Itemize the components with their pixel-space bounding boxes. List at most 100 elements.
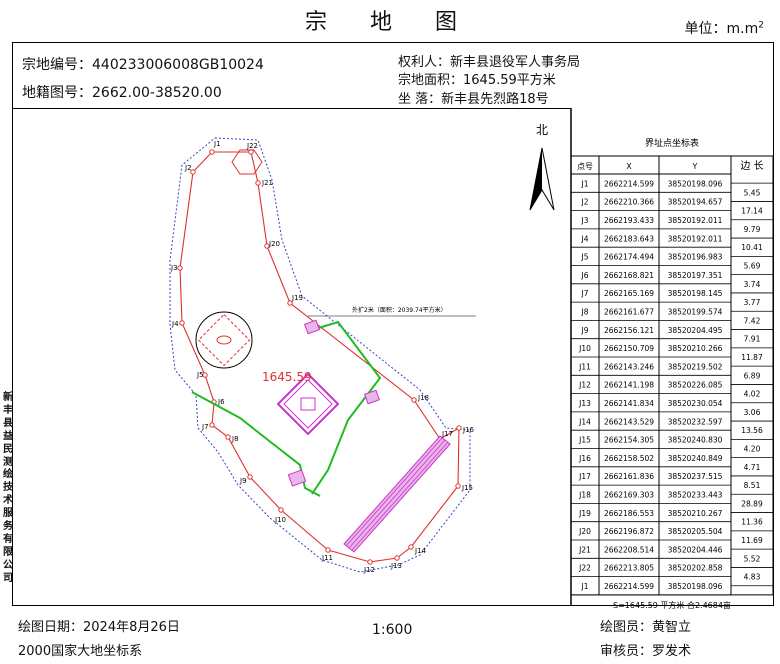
outer-frame bbox=[12, 42, 774, 606]
table-edge-length: 11.87 bbox=[741, 353, 763, 362]
table-edge-length: 6.89 bbox=[744, 371, 761, 380]
owner-row: 权利人：新丰县退役军人事务局 bbox=[398, 51, 580, 70]
north-label: 北 bbox=[536, 123, 548, 137]
table-edge-length: 4.20 bbox=[744, 445, 761, 454]
table-cell-y: 38520198.145 bbox=[668, 289, 723, 298]
table-header-edge: 边 长 bbox=[740, 160, 763, 172]
boundary-point-marker bbox=[190, 169, 196, 175]
area-value: 1645.59平方米 bbox=[463, 73, 556, 88]
location-value: 新丰县先烈路18号 bbox=[441, 92, 549, 107]
table-edge-length: 11.36 bbox=[741, 518, 763, 527]
north-arrow-icon bbox=[529, 147, 555, 211]
area-label: 宗地面积： bbox=[398, 73, 464, 88]
unit-label: 单位：m.m2 bbox=[685, 18, 764, 38]
boundary-point-label: J15 bbox=[461, 484, 473, 492]
table-summary: S=1645.59 平方米 合2.4684亩 bbox=[613, 600, 731, 610]
table-header-point: 点号 bbox=[577, 162, 593, 171]
table-cell-p: J5 bbox=[581, 253, 589, 262]
table-edge-length: 9.79 bbox=[744, 225, 761, 234]
boundary-point-label: J12 bbox=[363, 566, 375, 574]
table-cell-p: J21 bbox=[578, 545, 591, 554]
table-cell-y: 38520205.504 bbox=[668, 527, 723, 536]
boundary-point-label: J10 bbox=[274, 516, 286, 524]
page-title: 宗 地 图 bbox=[305, 10, 475, 35]
date-value: 2024年8月26日 bbox=[83, 620, 180, 635]
map-no-label: 地籍图号： bbox=[22, 85, 92, 101]
date-label: 绘图日期： bbox=[18, 620, 84, 635]
table-cell-y: 38520219.502 bbox=[668, 362, 723, 371]
table-cell-y: 38520210.266 bbox=[668, 344, 723, 353]
circle-landmark bbox=[195, 311, 253, 369]
table-cell-y: 38520240.830 bbox=[668, 436, 723, 445]
boundary-point-label: J1 bbox=[213, 140, 221, 148]
table-edge-length: 13.56 bbox=[741, 426, 763, 435]
parcel-area-label: 1645.59 bbox=[262, 370, 312, 384]
reviewer-row: 审核员：罗发术 bbox=[600, 640, 691, 659]
small-structure bbox=[364, 389, 380, 405]
table-cell-y: 38520233.443 bbox=[668, 491, 723, 500]
area-row: 宗地面积：1645.59平方米 bbox=[398, 69, 556, 88]
table-cell-p: J22 bbox=[578, 564, 591, 573]
table-cell-y: 38520202.858 bbox=[668, 564, 723, 573]
table-cell-p: J8 bbox=[581, 308, 589, 317]
table-edge-length: 5.69 bbox=[744, 262, 761, 271]
table-cell-y: 38520204.495 bbox=[668, 326, 723, 335]
table-edge-length: 28.89 bbox=[741, 499, 763, 508]
table-cell-x: 2662213.805 bbox=[604, 564, 654, 573]
boundary-point-marker bbox=[177, 265, 183, 271]
table-cell-x: 2662143.246 bbox=[604, 362, 654, 371]
table-cell-x: 2662143.529 bbox=[604, 417, 654, 426]
table-cell-y: 38520199.574 bbox=[668, 308, 723, 317]
reviewer-value: 罗发术 bbox=[652, 644, 692, 659]
boundary-point-marker bbox=[455, 483, 461, 489]
table-cell-y: 38520230.054 bbox=[668, 399, 723, 408]
table-edge-length: 17.14 bbox=[741, 207, 763, 216]
table-cell-x: 2662169.303 bbox=[604, 491, 654, 500]
drafter-value: 黄智立 bbox=[652, 620, 692, 635]
table-cell-y: 38520232.597 bbox=[668, 417, 723, 426]
table-cell-p: J1 bbox=[581, 582, 589, 591]
green-wall-right bbox=[311, 320, 382, 495]
table-cell-p: J17 bbox=[578, 472, 591, 481]
boundary-point-label: J17 bbox=[441, 430, 453, 438]
boundary-point-label: J11 bbox=[321, 554, 333, 562]
table-cell-p: J1 bbox=[581, 179, 589, 188]
small-structure bbox=[287, 469, 307, 487]
table-cell-x: 2662174.494 bbox=[604, 253, 654, 262]
boundary-point-label: J21 bbox=[261, 179, 273, 187]
boundary-point-marker bbox=[394, 555, 400, 561]
table-cell-x: 2662210.366 bbox=[604, 198, 654, 207]
table-cell-x: 2662214.599 bbox=[604, 179, 654, 188]
header-divider bbox=[12, 108, 774, 109]
table-cell-x: 2662214.599 bbox=[604, 582, 654, 591]
table-cell-x: 2662186.553 bbox=[604, 509, 654, 518]
map-no-value: 2662.00-38520.00 bbox=[92, 85, 222, 101]
boundary-point-label: J19 bbox=[291, 294, 303, 302]
table-cell-y: 38520204.446 bbox=[668, 545, 723, 554]
table-cell-p: J15 bbox=[578, 436, 591, 445]
table-cell-p: J11 bbox=[578, 362, 591, 371]
table-cell-x: 2662158.502 bbox=[604, 454, 654, 463]
table-edge-length: 7.42 bbox=[744, 316, 761, 325]
boundary-point-label: J2 bbox=[184, 164, 192, 172]
small-structure bbox=[304, 319, 320, 335]
boundary-point-label: J13 bbox=[390, 562, 402, 570]
table-cell-y: 38520198.096 bbox=[668, 582, 723, 591]
drafter-row: 绘图员：黄智立 bbox=[600, 616, 691, 635]
boundary-point-marker bbox=[264, 243, 270, 249]
table-cell-x: 2662154.305 bbox=[604, 436, 654, 445]
table-cell-p: J9 bbox=[581, 326, 589, 335]
table-cell-x: 2662193.433 bbox=[604, 216, 654, 225]
boundary-point-label: J8 bbox=[231, 435, 239, 443]
table-cell-p: J3 bbox=[581, 216, 589, 225]
parcel-no-value: 440233006008GB10024 bbox=[92, 57, 264, 73]
table-cell-y: 38520240.849 bbox=[668, 454, 723, 463]
table-cell-y: 38520192.011 bbox=[668, 234, 723, 243]
table-edge-length: 7.91 bbox=[744, 335, 761, 344]
table-header-x: X bbox=[626, 162, 632, 171]
table-cell-p: J4 bbox=[581, 234, 589, 243]
table-cell-p: J16 bbox=[578, 454, 591, 463]
